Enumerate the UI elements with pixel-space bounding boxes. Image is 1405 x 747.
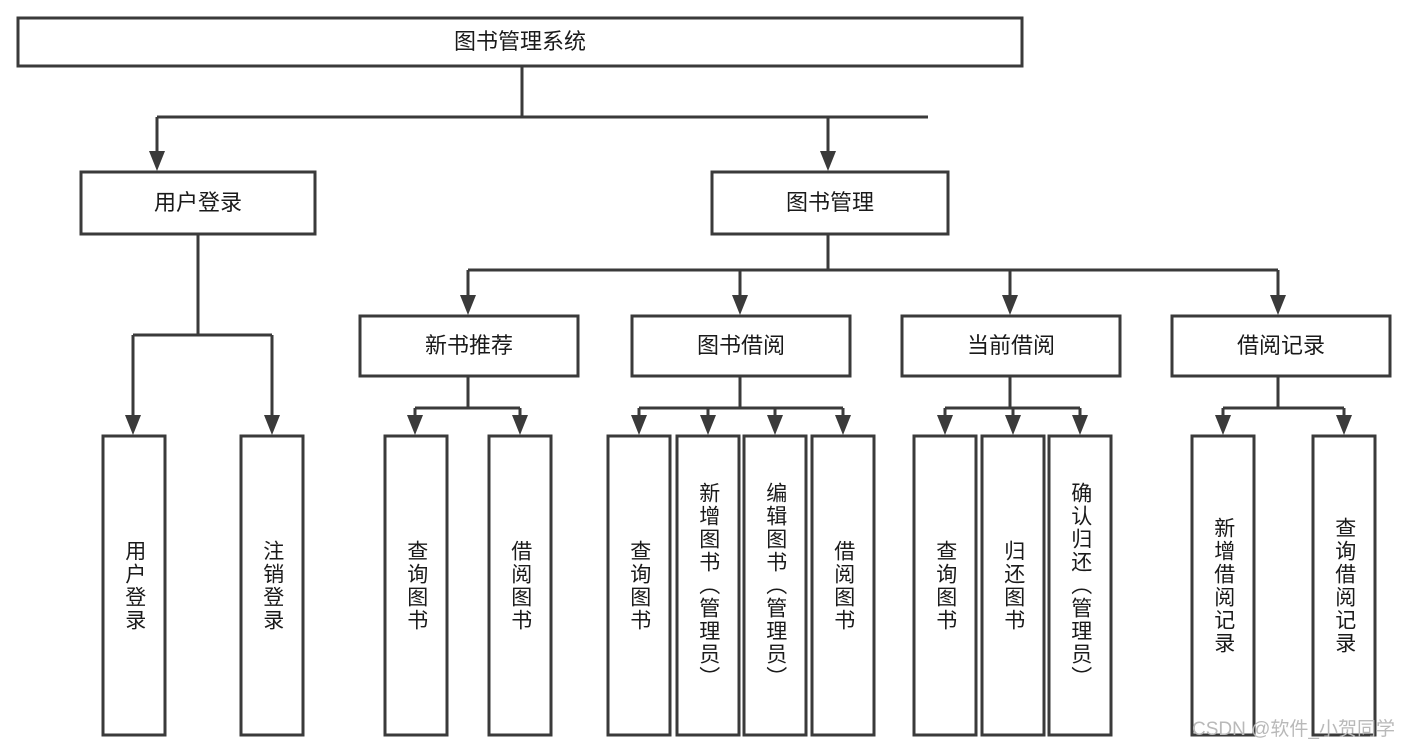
node-box-leaf-return-book[interactable]: [980, 434, 1046, 737]
arrow-head-icon: [820, 151, 836, 171]
arrow-head-icon: [1270, 295, 1286, 315]
node-box-leaf-confirm-return[interactable]: [1047, 434, 1113, 737]
node-box-leaf-logout[interactable]: [239, 434, 305, 737]
node-label-root: 图书管理系统: [454, 29, 586, 54]
arrow-head-icon: [512, 415, 528, 435]
arrow-head-icon: [149, 151, 165, 171]
node-label-new-book-recommend: 新书推荐: [425, 333, 513, 358]
edges-layer: [125, 66, 1352, 435]
node-box-leaf-add-book[interactable]: [675, 434, 741, 737]
node-box-new-book-recommend[interactable]: [358, 314, 580, 378]
boxes-layer: [16, 16, 1392, 737]
node-label-current-borrow: 当前借阅: [967, 333, 1055, 358]
node-box-leaf-user-login[interactable]: [101, 434, 167, 737]
node-box-leaf-borrow-book-1[interactable]: [487, 434, 553, 737]
node-box-leaf-edit-book[interactable]: [742, 434, 808, 737]
node-box-user-login[interactable]: [79, 170, 317, 236]
node-box-leaf-query-book-1[interactable]: [383, 434, 449, 737]
arrow-head-icon: [1215, 415, 1231, 435]
arrow-head-icon: [1072, 415, 1088, 435]
node-label-user-login: 用户登录: [154, 190, 242, 215]
arrow-head-icon: [460, 295, 476, 315]
arrow-head-icon: [1002, 295, 1018, 315]
node-box-leaf-add-record[interactable]: [1190, 434, 1256, 737]
node-box-leaf-query-record[interactable]: [1311, 434, 1377, 737]
node-box-book-manage[interactable]: [710, 170, 950, 236]
node-box-root[interactable]: [16, 16, 1024, 68]
arrow-head-icon: [631, 415, 647, 435]
node-box-borrow-record[interactable]: [1170, 314, 1392, 378]
arrow-head-icon: [732, 295, 748, 315]
arrow-head-icon: [937, 415, 953, 435]
arrow-head-icon: [700, 415, 716, 435]
node-box-leaf-borrow-book-2[interactable]: [810, 434, 876, 737]
node-label-book-manage: 图书管理: [786, 190, 874, 215]
node-box-book-borrow[interactable]: [630, 314, 852, 378]
arrow-head-icon: [767, 415, 783, 435]
node-box-leaf-query-book-2[interactable]: [606, 434, 672, 737]
node-label-borrow-record: 借阅记录: [1237, 333, 1325, 358]
arrow-head-icon: [1336, 415, 1352, 435]
node-label-book-borrow: 图书借阅: [697, 333, 785, 358]
node-box-leaf-query-book-3[interactable]: [912, 434, 978, 737]
arrow-head-icon: [264, 415, 280, 435]
arrow-head-icon: [835, 415, 851, 435]
arrow-head-icon: [407, 415, 423, 435]
node-box-current-borrow[interactable]: [900, 314, 1122, 378]
arrow-head-icon: [1005, 415, 1021, 435]
arrow-head-icon: [125, 415, 141, 435]
